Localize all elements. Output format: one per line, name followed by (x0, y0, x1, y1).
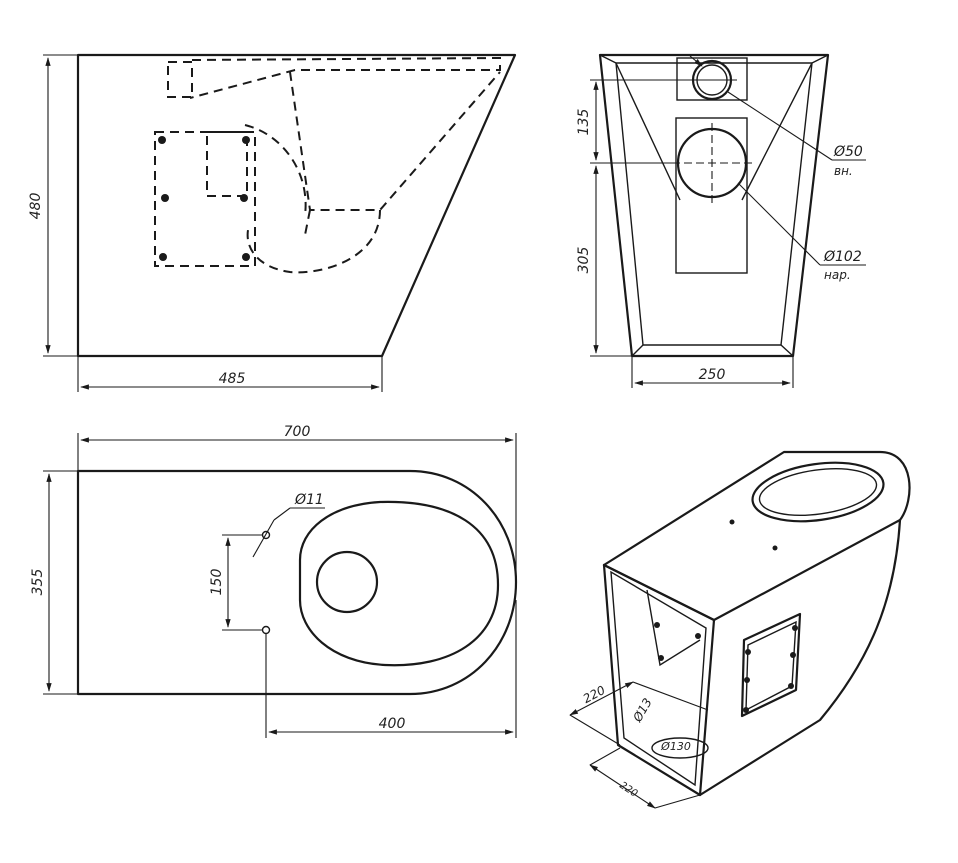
side-hidden-bowl (246, 71, 501, 274)
front-bowl-lines (615, 62, 813, 201)
iso-front-frame (602, 563, 716, 797)
front-upper-label: 135 (576, 109, 592, 136)
side-width-label: 485 (219, 371, 246, 387)
side-view: 480 485 (28, 53, 517, 392)
side-height-label: 480 (28, 193, 44, 220)
top-hole-lower (261, 625, 271, 635)
iso-panel-bolts (743, 625, 798, 713)
side-dim-width: 485 (77, 356, 383, 392)
side-hidden-inlet (167, 56, 501, 99)
side-access-panel (154, 131, 256, 267)
top-outlet-circle (315, 550, 379, 614)
iso-hole-label: Ø13 (630, 696, 655, 725)
iso-outlet-label: Ø130 (660, 740, 691, 753)
side-dim-height: 480 (28, 54, 78, 357)
pipe-large-label: Ø102 (823, 249, 862, 265)
top-hole-upper (261, 530, 271, 540)
top-length-label: 700 (284, 424, 311, 440)
top-view: 700 355 150 400 Ø11 (30, 424, 518, 738)
pipe-small-note: вн. (834, 164, 853, 178)
iso-seat-opening (751, 461, 885, 523)
pipe-large-note: нар. (824, 268, 851, 282)
front-inner-outline (615, 62, 813, 346)
front-lower-label: 305 (576, 247, 592, 274)
top-hole-diameter-label: Ø11 (294, 492, 324, 508)
top-hole-offset-label: 400 (379, 716, 406, 732)
front-pipe-large-box (675, 117, 748, 274)
iso-side-body (698, 518, 902, 797)
pipe-small-label: Ø50 (833, 144, 863, 160)
iso-side-panel (740, 612, 802, 718)
iso-width-label: 220 (617, 780, 639, 800)
front-width-label: 250 (699, 367, 726, 383)
top-outline (76, 469, 518, 696)
front-view: 135 305 250 Ø50 вн. Ø102 нар. (576, 53, 866, 388)
iso-inner-frame (610, 570, 707, 787)
iso-view: 220 Ø13 Ø130 220 (569, 450, 911, 809)
side-bolts (158, 136, 250, 261)
top-bowl-outline (298, 500, 500, 667)
side-outline (76, 53, 517, 358)
top-depth-label: 355 (30, 569, 46, 596)
iso-outlet-hole (651, 737, 709, 759)
side-inner-box (206, 131, 248, 197)
top-hole-spacing-label: 150 (209, 569, 225, 596)
